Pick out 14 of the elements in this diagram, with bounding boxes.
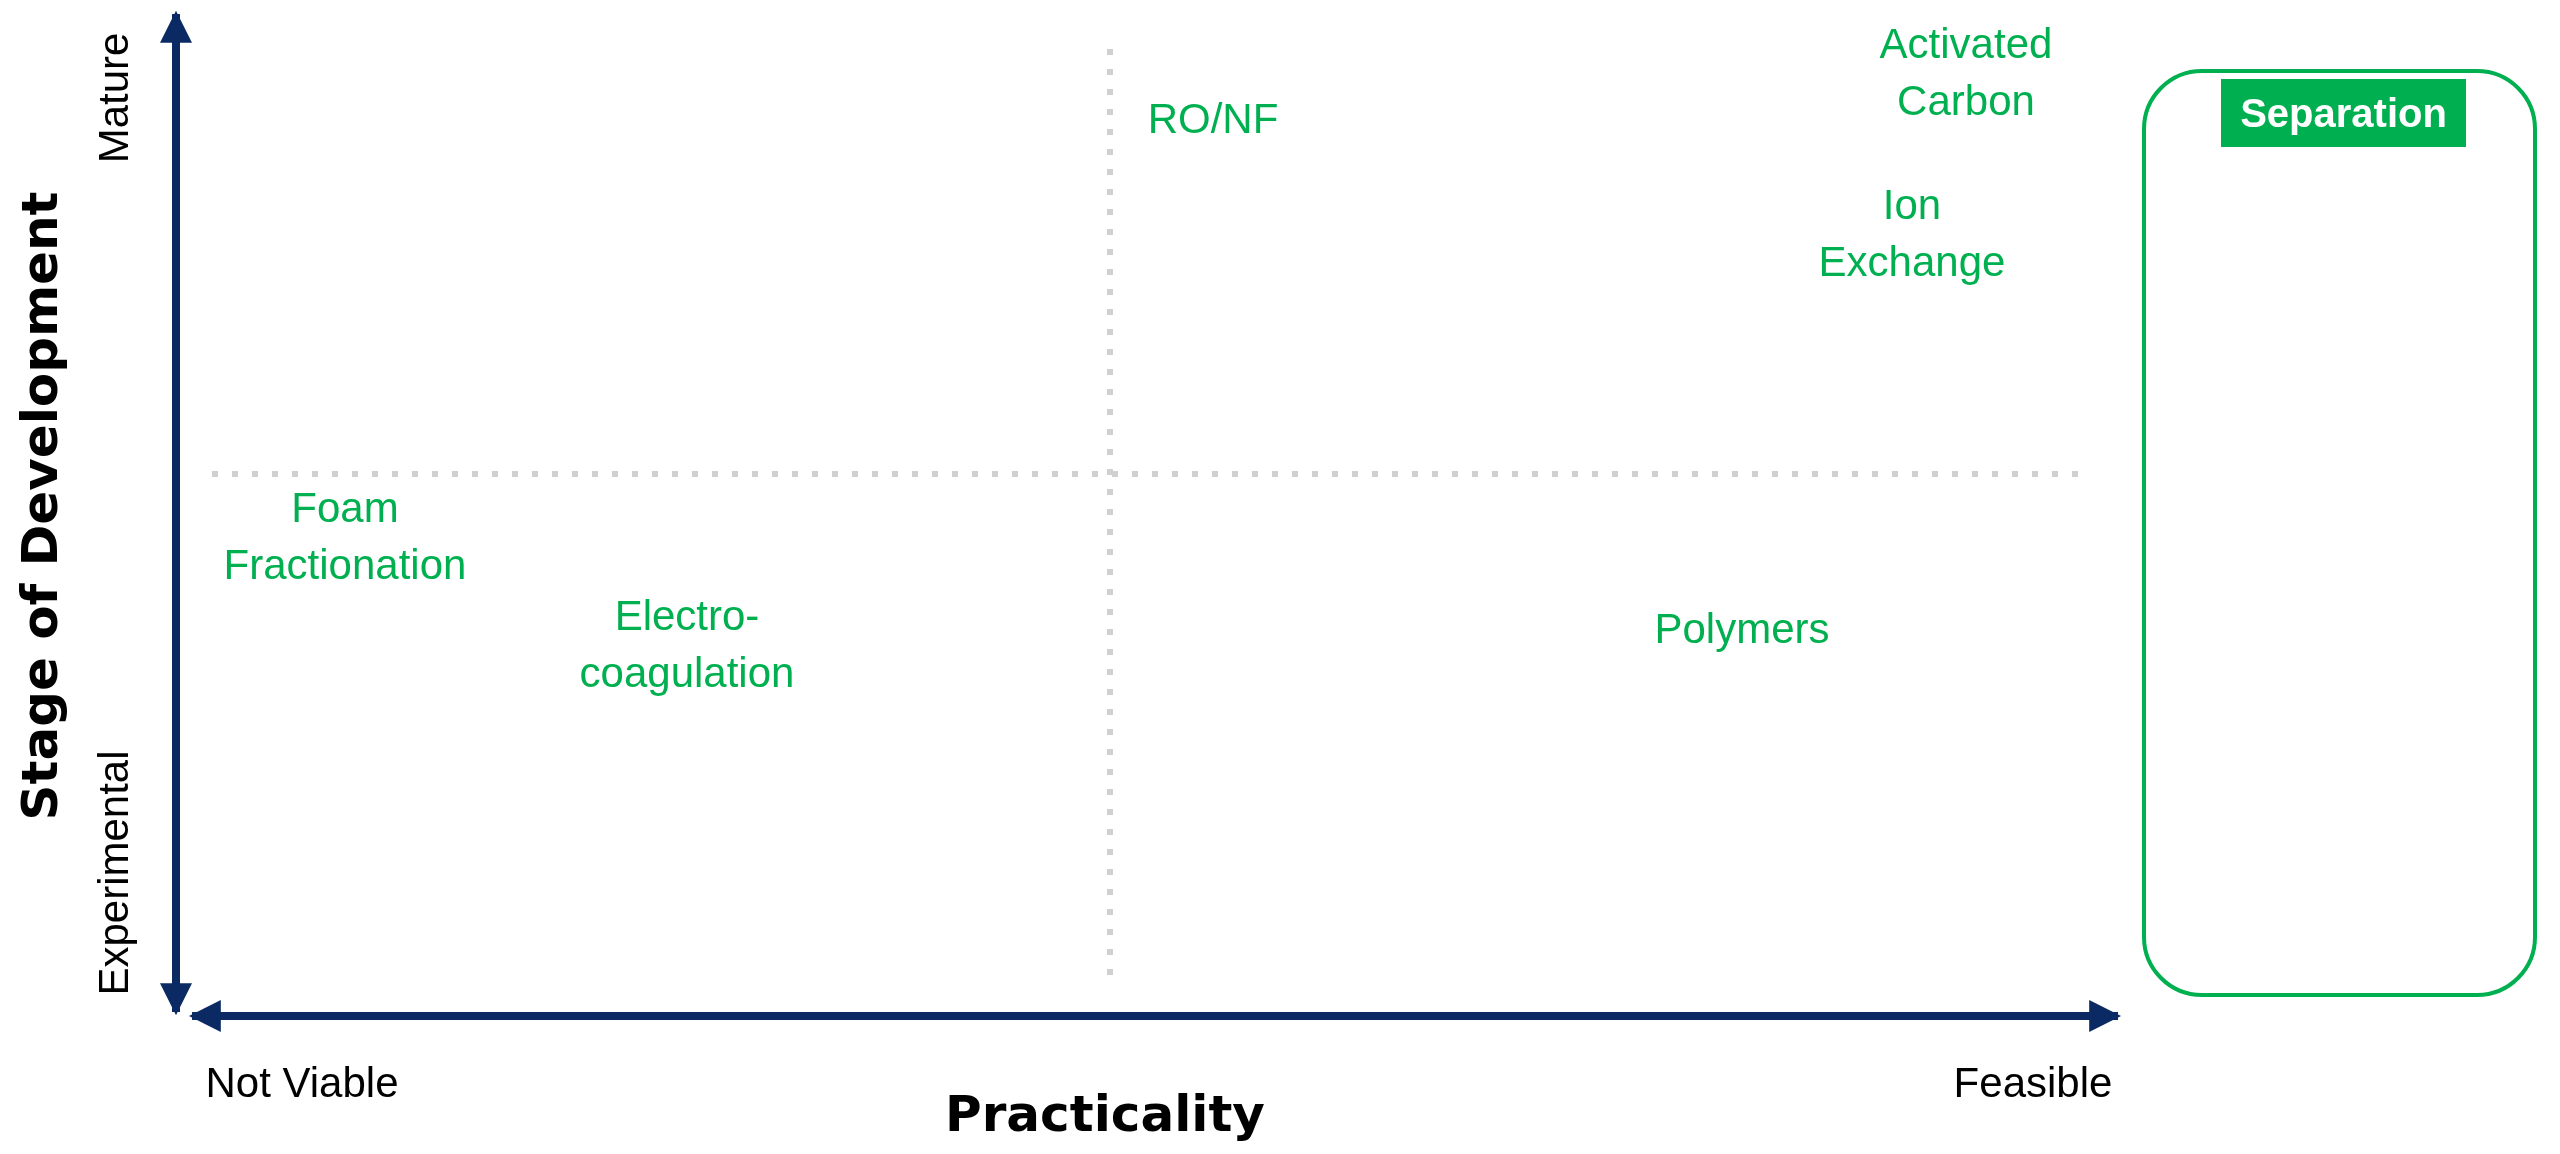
item-label: Activated Carbon: [1878, 19, 2054, 126]
axis-label: Feasible: [1953, 1057, 2113, 1108]
axis-label: Experimental: [88, 750, 138, 996]
category-panel: [2142, 69, 2537, 997]
panel-header: Separation: [2221, 79, 2466, 147]
axis-title: Practicality: [945, 1084, 1265, 1146]
item-label: Polymers: [1654, 603, 1830, 654]
item-label: RO/NF: [1147, 93, 1279, 144]
item-label: Foam Fractionation: [222, 483, 468, 590]
axis-label: Not Viable: [205, 1057, 399, 1108]
item-label: Electro-coagulation: [578, 591, 796, 698]
axis-label: Mature: [88, 32, 138, 164]
item-label: Ion Exchange: [1817, 180, 2007, 287]
axis-title: Stage of Development: [10, 191, 71, 821]
